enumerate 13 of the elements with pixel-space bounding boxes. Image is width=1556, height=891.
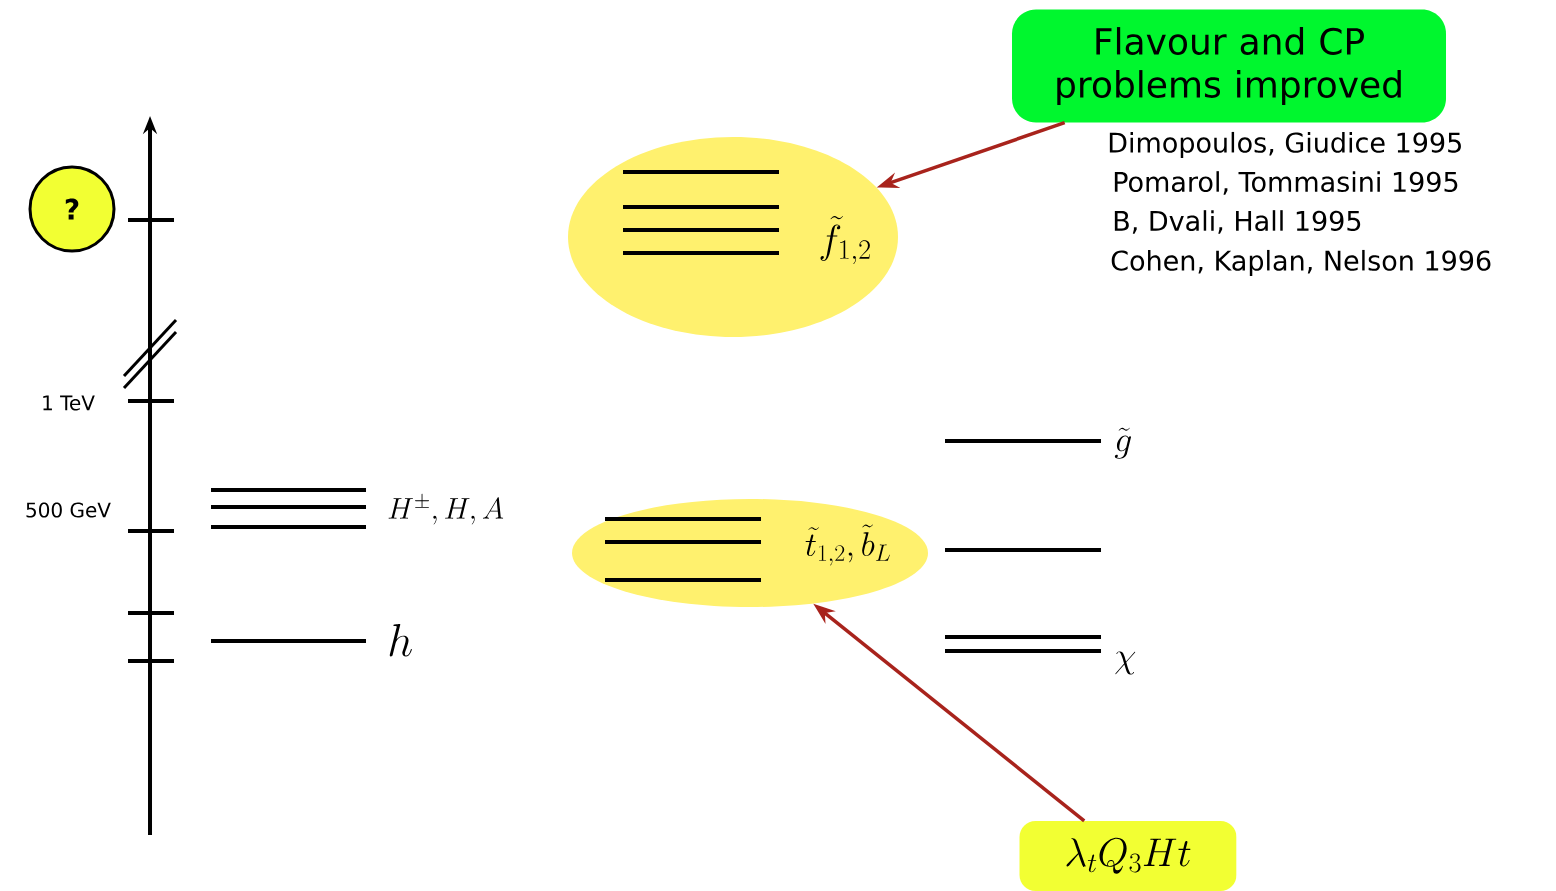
note-box: Flavour and CP problems improved: [1012, 9, 1446, 123]
particle-label: $H^\pm, H, A$: [388, 493, 504, 525]
axis-label: 500 GeV: [26, 502, 111, 518]
reference-text: Pomarol, Tommasini 1995: [1114, 171, 1458, 195]
particle-label: $\tilde{t}_{1,2}, \tilde{b}_L$: [805, 524, 890, 566]
reference-text: B, Dvali, Hall 1995: [1114, 210, 1361, 234]
axis-label: 1 TeV: [43, 395, 95, 411]
particle-label: $\tilde{g}$: [1114, 427, 1131, 459]
particle-label: $h$: [389, 624, 412, 657]
particle-label: $\chi$: [1115, 651, 1136, 675]
particle-label: $\tilde{f}_{1,2}$: [820, 215, 870, 265]
reference-text: Cohen, Kaplan, Nelson 1996: [1111, 249, 1491, 277]
formula-box: $\lambda_t Q_3 H t$: [1019, 821, 1237, 891]
